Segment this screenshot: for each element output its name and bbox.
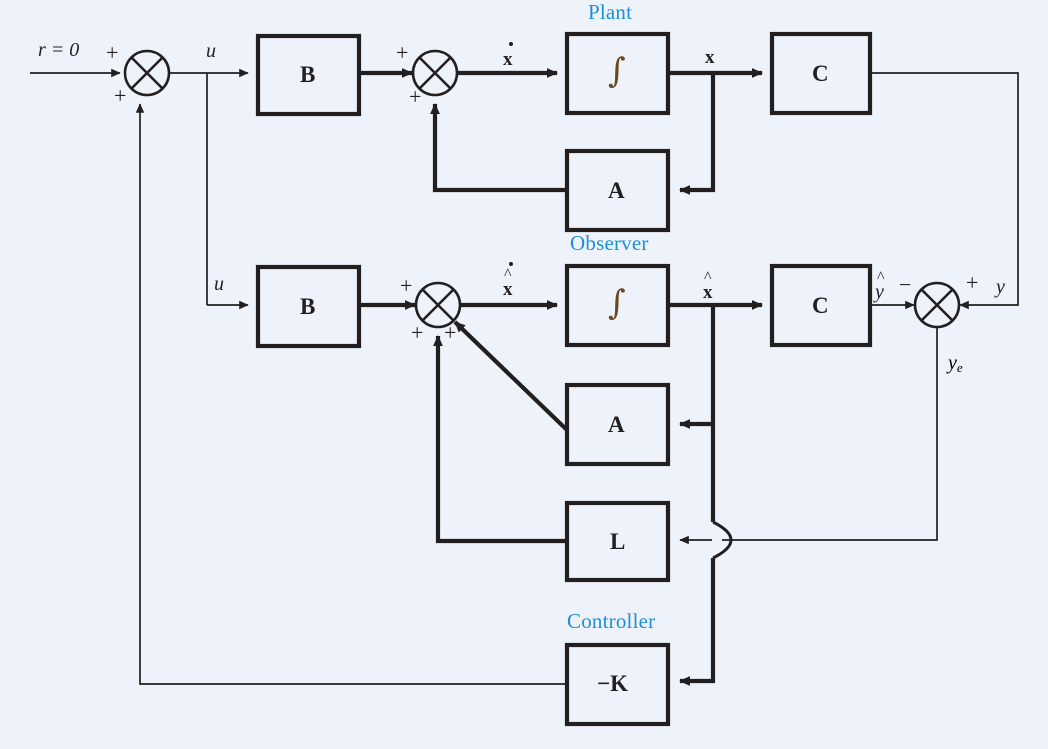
block-observer-l <box>564 500 671 583</box>
sign-observer-sum-bottom-right: + <box>444 320 457 345</box>
block-observer-integrator <box>564 263 671 348</box>
signal-label-ye-sub: e <box>956 360 963 375</box>
wire-y-feedback <box>870 72 1019 310</box>
block-label-plant-b: B <box>300 62 316 87</box>
block-controller-k <box>564 642 671 727</box>
sign-observer-sum-bottom-left: + <box>411 320 424 345</box>
block-label-observer-c: C <box>812 293 829 318</box>
block-label-controller-k: −K <box>597 671 628 696</box>
sign-input-sum-bottom: + <box>114 83 127 108</box>
wire-observer-a-feedback <box>453 320 569 432</box>
block-label-observer-b: B <box>300 294 316 319</box>
block-label-observer-integrator: ∫ <box>608 283 626 323</box>
hat-accent: ^ <box>877 269 885 286</box>
block-label-observer-a: A <box>608 412 625 437</box>
section-label-plant: Plant <box>588 0 633 24</box>
sign-error-sum-left: − <box>899 272 912 297</box>
block-plant-a <box>564 148 671 233</box>
wire-l-feedback <box>433 335 567 544</box>
sign-plant-sum-bottom: + <box>409 84 422 109</box>
section-label-observer: Observer <box>570 231 649 255</box>
wire-x-to-plant-a <box>679 73 716 195</box>
signal-label-ye: ye <box>948 352 963 376</box>
block-plant-integrator <box>564 31 671 116</box>
section-label-controller: Controller <box>567 609 656 633</box>
block-plant-c <box>769 31 873 116</box>
block-observer-c <box>769 263 873 348</box>
signal-label-u-plant: u <box>206 40 216 62</box>
summing-junction-input-cross <box>130 56 164 90</box>
wire-controller-feedback <box>135 103 567 685</box>
hat-accent: ^ <box>704 269 712 286</box>
signal-label-u-observer: u <box>214 273 224 295</box>
sign-error-sum-right: + <box>966 270 979 295</box>
wire-ye-down <box>722 327 938 541</box>
block-observer-a <box>564 382 671 467</box>
hat-accent: ^ <box>504 266 512 283</box>
sign-input-sum-left: + <box>106 40 119 65</box>
dot-accent <box>509 262 513 266</box>
wire-xhat-to-controller <box>679 558 716 686</box>
block-label-plant-c: C <box>812 61 829 86</box>
summing-junction-observer-cross <box>421 288 455 322</box>
sign-plant-sum-left: + <box>396 40 409 65</box>
signal-label-ye-base: y <box>948 352 957 374</box>
summing-junction-error-cross <box>920 288 954 322</box>
summing-junction-plant-cross <box>418 56 452 90</box>
block-label-observer-l: L <box>610 529 626 554</box>
dot-accent <box>509 42 513 46</box>
block-label-plant-a: A <box>608 178 625 203</box>
wire-plant-a-feedback <box>430 103 567 193</box>
signal-label-y: y <box>996 276 1005 298</box>
sign-observer-sum-left: + <box>400 273 413 298</box>
block-label-plant-integrator: ∫ <box>608 51 626 91</box>
signal-label-x-plant: x <box>705 47 715 68</box>
signal-label-reference: r = 0 <box>38 39 80 61</box>
wire-hop-arc <box>712 520 733 560</box>
